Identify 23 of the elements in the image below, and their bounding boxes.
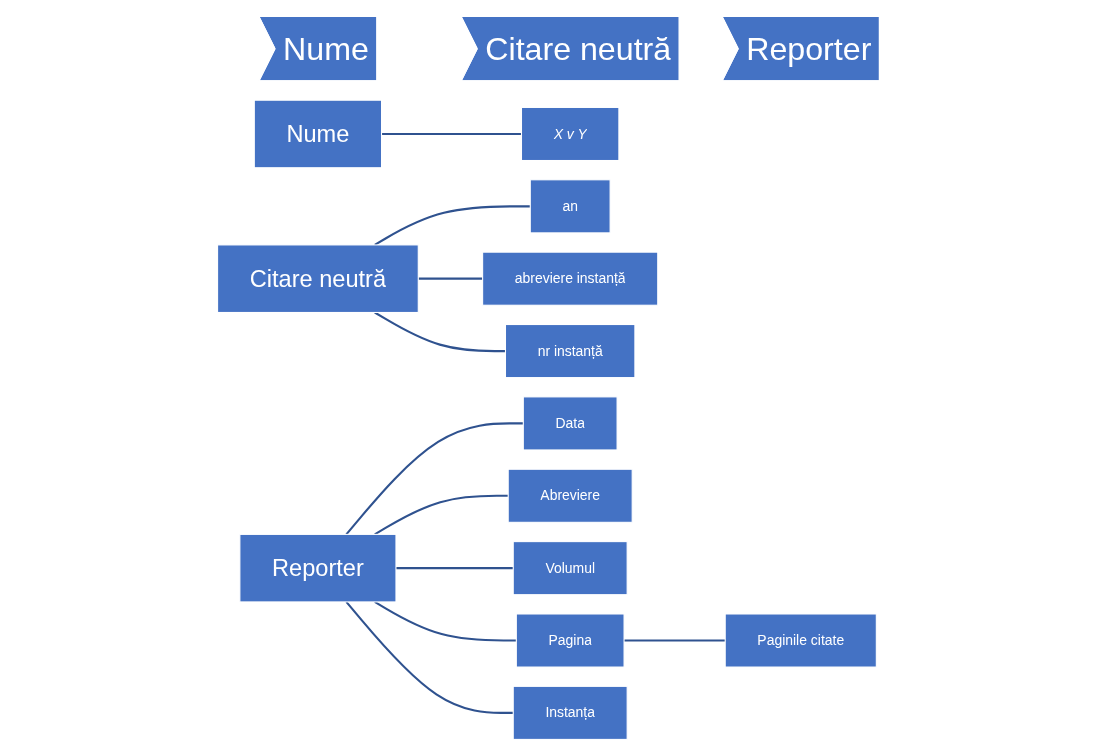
node-box: nr instanță (504, 323, 636, 378)
node-box: Pagina (515, 612, 625, 668)
node-box: Data (522, 395, 618, 450)
node-box: Instanța (512, 685, 628, 740)
node-box: Paginile citate (724, 612, 877, 668)
connector (374, 311, 506, 352)
node-box: an (529, 178, 611, 233)
connector (345, 600, 514, 714)
node-box: Citare neutră (217, 243, 419, 313)
connector (418, 277, 483, 280)
connector (374, 600, 517, 642)
connector (345, 421, 524, 535)
node-box: Reporter (239, 533, 397, 602)
connector (374, 204, 531, 246)
connector (624, 638, 726, 642)
node-box: X v Y (520, 106, 620, 161)
connector (395, 566, 514, 569)
connector (381, 132, 522, 135)
connector (374, 494, 509, 535)
node-box: Nume (253, 99, 383, 168)
node-box: Abreviere (507, 468, 633, 523)
node-box: Volumul (512, 540, 628, 595)
node-box: abreviere instanță (482, 251, 659, 306)
